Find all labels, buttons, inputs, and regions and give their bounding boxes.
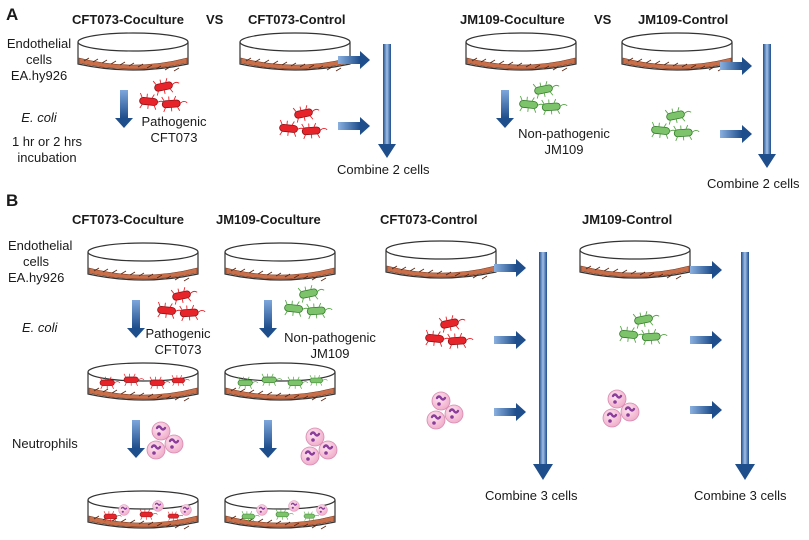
heading-a-jm-coculture: JM109-Coculture bbox=[460, 12, 565, 27]
label-b-endothelial-2: cells bbox=[22, 254, 49, 269]
arrow-a-cft-bac bbox=[338, 117, 370, 135]
arrow-a-cft-down bbox=[115, 90, 133, 128]
combine-bar-a-right bbox=[763, 44, 771, 154]
bacteria-b-cft bbox=[157, 285, 206, 321]
dish-a-cft-control bbox=[239, 32, 351, 72]
label-a-ecoli: E. coli bbox=[21, 110, 57, 125]
label-b-endothelial-3: EA.hy926 bbox=[8, 270, 65, 285]
bacteria-a-cft-coculture bbox=[139, 76, 188, 112]
label-a-combine-right: Combine 2 cells bbox=[707, 176, 800, 191]
label-b-ecoli: E. coli bbox=[22, 320, 58, 335]
heading-a-vs-1: VS bbox=[206, 12, 224, 27]
label-b-nonpathogenic-1: Non-pathogenic bbox=[284, 330, 376, 345]
dish-a-cft-coculture bbox=[77, 32, 189, 72]
arrow-b-jmc-bac bbox=[690, 331, 722, 349]
panel-b-letter: B bbox=[6, 191, 19, 210]
bacteria-a-jm-coculture bbox=[519, 79, 568, 115]
neutrophils-b-jm bbox=[301, 428, 337, 465]
label-b-combine-left: Combine 3 cells bbox=[485, 488, 578, 503]
arrow-b-cftc-neu bbox=[494, 403, 526, 421]
arrow-b-cftc-bac bbox=[494, 331, 526, 349]
label-a-endothelial-3: EA.hy926 bbox=[10, 68, 68, 83]
arrow-b-cftc-dish bbox=[494, 259, 526, 277]
panel-a-letter: A bbox=[6, 5, 19, 24]
combine-bar-b-left bbox=[539, 252, 547, 464]
arrow-b-cft-2 bbox=[127, 420, 145, 458]
dish-b-jm-control bbox=[579, 240, 691, 280]
label-a-incubation-2: incubation bbox=[17, 150, 77, 165]
label-b-endothelial-1: Endothelial bbox=[8, 238, 73, 253]
heading-a-vs-2: VS bbox=[594, 12, 612, 27]
arrow-a-jm-bac bbox=[720, 125, 752, 143]
heading-a-jm-control: JM109-Control bbox=[638, 12, 729, 27]
label-b-pathogenic-2: CFT073 bbox=[154, 342, 202, 357]
arrow-b-jmc-neu bbox=[690, 401, 722, 419]
label-a-combine-left: Combine 2 cells bbox=[337, 162, 430, 177]
dish-b-cft-1 bbox=[87, 242, 199, 282]
heading-b-cft-control: CFT073-Control bbox=[380, 212, 478, 227]
bacteria-b-jm bbox=[284, 283, 333, 319]
arrow-a-jm-down bbox=[496, 90, 514, 128]
label-a-endothelial-2: cells bbox=[25, 52, 52, 67]
bacteria-b-jm-control bbox=[619, 309, 668, 345]
arrow-b-jm-1 bbox=[259, 300, 277, 338]
bacteria-a-jm-control bbox=[651, 105, 700, 141]
heading-b-jm-control: JM109-Control bbox=[582, 212, 673, 227]
arrow-b-jmc-dish bbox=[690, 261, 722, 279]
label-a-nonpathogenic-2: JM109 bbox=[544, 142, 584, 157]
heading-a-cft-control: CFT073-Control bbox=[248, 12, 346, 27]
arrow-b-jm-2 bbox=[259, 420, 277, 458]
label-b-neutrophils: Neutrophils bbox=[12, 436, 78, 451]
label-b-nonpathogenic-2: JM109 bbox=[310, 346, 350, 361]
combine-bar-b-right bbox=[741, 252, 749, 464]
neutrophils-b-jm-control bbox=[603, 390, 639, 427]
neutrophils-b-cft bbox=[147, 422, 183, 459]
neutrophils-b-cft-control bbox=[427, 392, 463, 429]
bacteria-a-cft-control bbox=[279, 103, 328, 139]
dish-b-jm-1 bbox=[224, 242, 336, 282]
heading-b-jm-coculture: JM109-Coculture bbox=[216, 212, 321, 227]
heading-b-cft-coculture: CFT073-Coculture bbox=[72, 212, 184, 227]
dish-a-jm-control bbox=[621, 32, 733, 72]
label-a-incubation-1: 1 hr or 2 hrs bbox=[11, 134, 83, 149]
label-b-combine-right: Combine 3 cells bbox=[694, 488, 787, 503]
dish-b-cft-control bbox=[385, 240, 497, 280]
dish-a-jm-coculture bbox=[465, 32, 577, 72]
combine-bar-a-left bbox=[383, 44, 391, 144]
label-a-pathogenic-1: Pathogenic bbox=[141, 114, 207, 129]
heading-a-cft-coculture: CFT073-Coculture bbox=[72, 12, 184, 27]
label-a-nonpathogenic-1: Non-pathogenic bbox=[518, 126, 610, 141]
label-a-pathogenic-2: CFT073 bbox=[150, 130, 198, 145]
label-a-endothelial-1: Endothelial bbox=[6, 36, 72, 51]
bacteria-b-cft-control bbox=[425, 313, 474, 349]
label-b-pathogenic-1: Pathogenic bbox=[145, 326, 211, 341]
